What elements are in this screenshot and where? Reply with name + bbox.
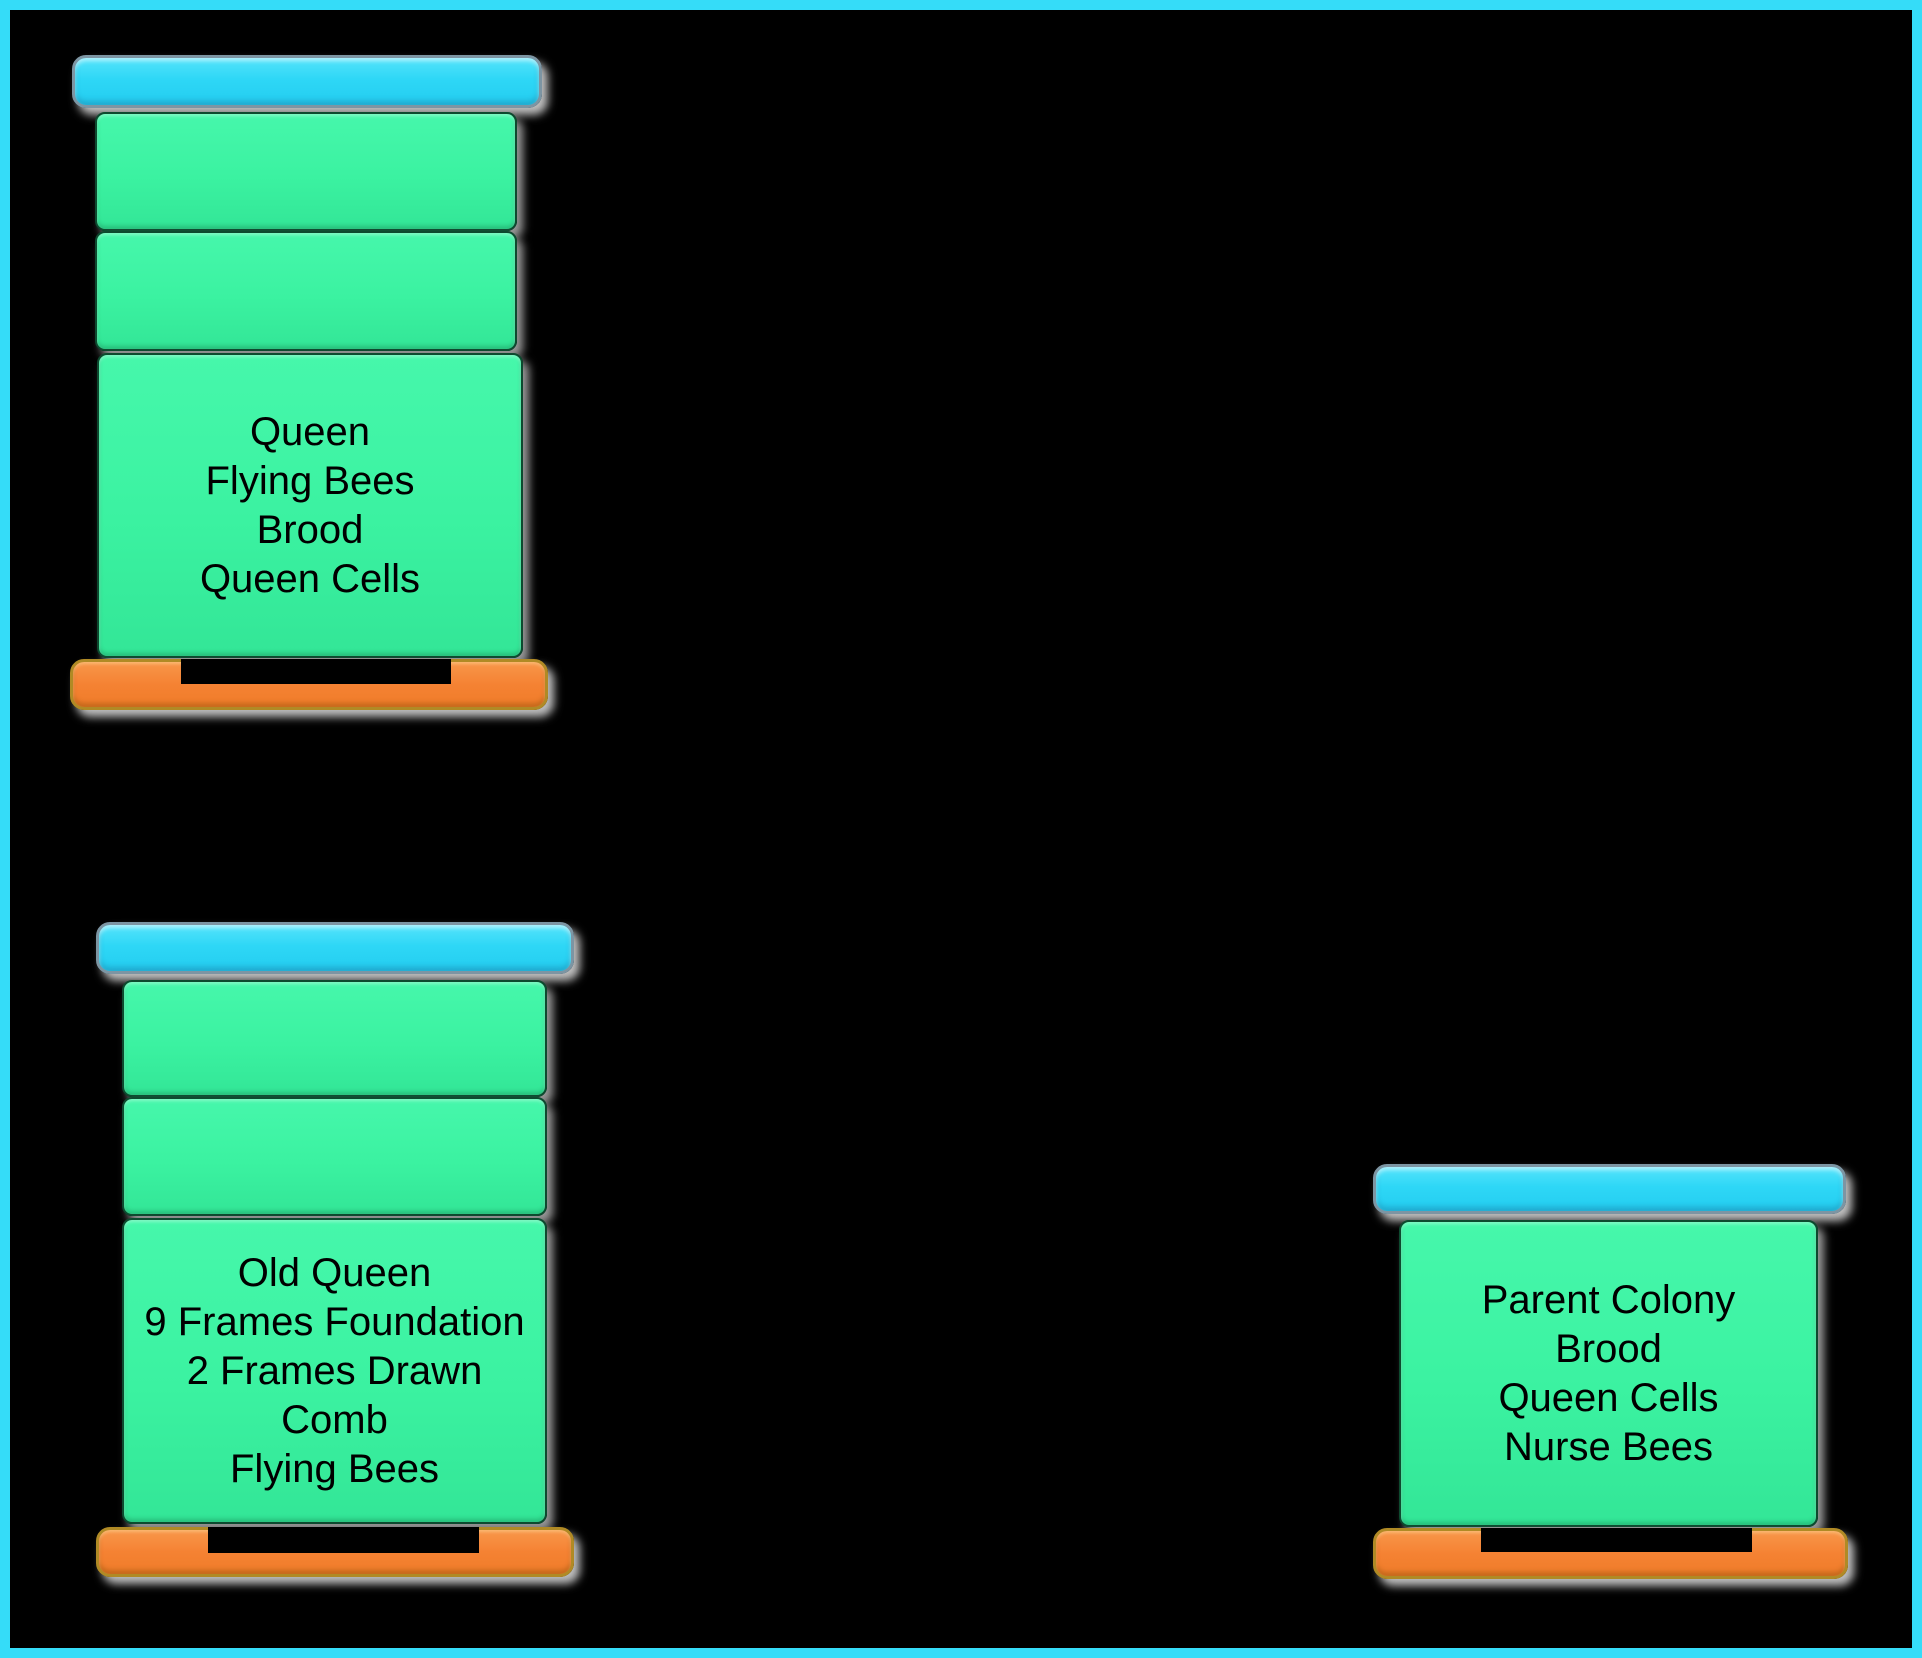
hive-label-line: Nurse Bees [1504, 1424, 1713, 1469]
hive-label-line: Queen Cells [199, 556, 421, 601]
hive-entrance [1481, 1528, 1752, 1552]
hive-label-line: Brood [256, 507, 364, 552]
hive-super-empty [122, 980, 547, 1097]
hive-label-line: Old Queen [237, 1250, 432, 1295]
hive-super-empty [122, 1097, 547, 1216]
hive-lid [1373, 1164, 1846, 1214]
hive-label-line: Flying Bees [205, 458, 415, 503]
brood-box: Parent Colony Brood Queen Cells Nurse Be… [1399, 1220, 1818, 1527]
hive-label-line: Brood [1555, 1326, 1662, 1371]
brood-box: Old Queen 9 Frames Foundation 2 Frames D… [122, 1218, 547, 1524]
hive-label-line: Comb [281, 1397, 388, 1442]
hive-label-line: Queen [249, 409, 371, 454]
brood-box: Queen Flying Bees Brood Queen Cells [97, 353, 523, 658]
hive-label-line: Queen Cells [1498, 1375, 1719, 1420]
hive-entrance [181, 659, 451, 684]
hive-label-line: 9 Frames Foundation [144, 1299, 525, 1344]
hive-super-empty [95, 231, 517, 351]
hive-lid [72, 55, 542, 108]
hive-entrance [208, 1527, 479, 1553]
hive-lid [96, 922, 574, 974]
hive-label-line: Flying Bees [230, 1446, 439, 1491]
hive-label-line: 2 Frames Drawn [186, 1348, 483, 1393]
hive-super-empty [95, 112, 517, 231]
hive-label-line: Parent Colony [1481, 1277, 1736, 1322]
